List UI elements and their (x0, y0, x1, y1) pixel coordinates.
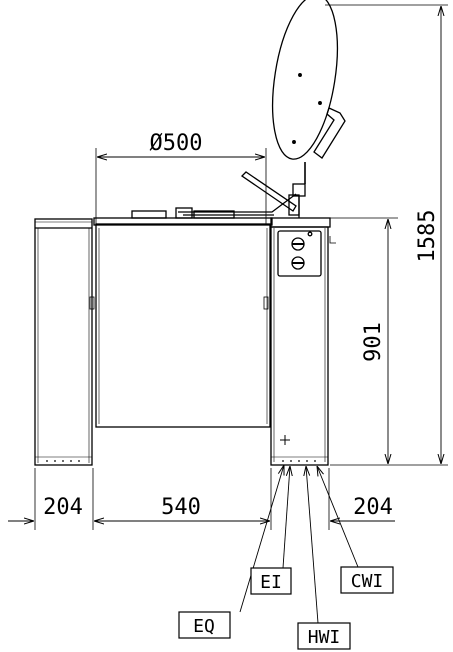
right-column (270, 217, 336, 466)
kettle-lid (271, 0, 346, 184)
cwi-label: CWI (351, 571, 384, 592)
width-dimensions (8, 468, 395, 530)
left-column (34, 218, 95, 466)
water-tap (240, 171, 306, 218)
center-width-label: 540 (161, 495, 201, 520)
base-dots (46, 460, 316, 462)
hwi-label: HWI (308, 627, 341, 648)
hwi-callout: HWI (297, 622, 351, 650)
kettle-pan (93, 193, 297, 428)
right-width-label: 204 (353, 495, 393, 520)
control-panel (277, 230, 322, 277)
eq-callout: EQ (178, 611, 231, 639)
total-height-label: 1585 (415, 210, 440, 263)
connection-leaders (239, 435, 359, 624)
ei-callout: EI (250, 567, 292, 595)
body-height-label: 901 (361, 322, 386, 362)
bowl-diameter-dimension (95, 148, 267, 224)
ei-label: EI (260, 572, 282, 593)
cwi-callout: CWI (340, 566, 394, 594)
bowl-diameter-label: Ø500 (150, 131, 203, 156)
eq-label: EQ (193, 616, 215, 637)
height-dimensions (325, 4, 448, 466)
left-width-label: 204 (43, 495, 83, 520)
